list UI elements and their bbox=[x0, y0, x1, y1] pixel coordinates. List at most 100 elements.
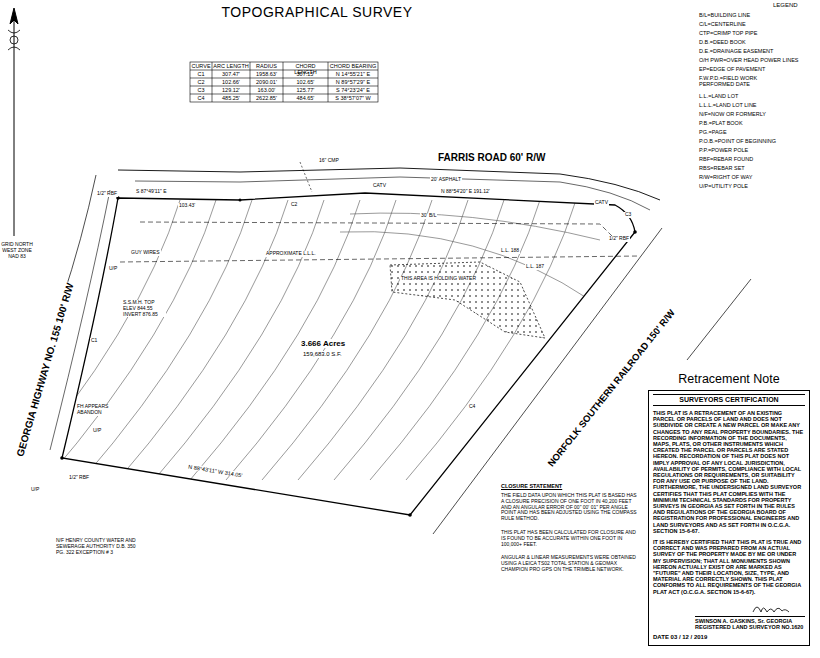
table-cell: 307.15' bbox=[284, 71, 328, 78]
table-cell: C2 bbox=[191, 79, 212, 86]
utility-note: CATV bbox=[594, 200, 609, 206]
survey-path bbox=[118, 200, 288, 480]
legend-entry: CTP=CRIMP TOP PIPE bbox=[698, 30, 758, 36]
survey-line bbox=[250, 62, 251, 102]
surveyor-name: SWINSON A. GASKINS, Sr. GEORGIA REGISTER… bbox=[695, 616, 805, 630]
table-cell: 163.00' bbox=[251, 87, 283, 94]
survey-circle bbox=[633, 230, 637, 234]
survey-circle bbox=[60, 456, 64, 460]
legend-entry: N/F=NOW OR FORMERLY bbox=[698, 111, 767, 117]
lot-line-note: APPROXIMATE L.L.L. bbox=[265, 251, 317, 257]
north-note: GRID NORTH WEST ZONE NAD 83 bbox=[0, 242, 34, 259]
pipe-note: 16" CMP bbox=[318, 158, 340, 164]
table-cell: 484.65' bbox=[284, 95, 328, 102]
survey-path bbox=[334, 200, 504, 480]
land-lot-note: L.L. 187 bbox=[525, 264, 545, 270]
curve-label: C1 bbox=[90, 338, 98, 344]
survey-path bbox=[120, 256, 640, 262]
table-cell: 129.12' bbox=[213, 87, 250, 94]
table-cell: C4 bbox=[191, 95, 212, 102]
survey-path bbox=[370, 200, 540, 480]
adjoiner-note: N/F HENRY COUNTY WATER AND SEWERAGE AUTH… bbox=[55, 538, 143, 555]
utility-note: GUY WIRES bbox=[130, 250, 161, 256]
legend-entry: L.L.=LAND LOT bbox=[698, 93, 739, 99]
survey-path bbox=[406, 200, 576, 480]
table-cell: N 89°57'29" E bbox=[329, 79, 378, 86]
cert-paragraph: IT IS HEREBY CERTIFIED THAT THIS PLAT IS… bbox=[653, 539, 805, 595]
table-cell: 2090.01' bbox=[251, 79, 283, 86]
setback-note: 30' B/L bbox=[420, 213, 437, 219]
date-line: DATE 03 / 12 / 2019 bbox=[653, 634, 805, 641]
monument-note: 1/2" RBF bbox=[608, 236, 630, 242]
table-cell: ARC LENGTH bbox=[213, 63, 250, 70]
survey-path bbox=[298, 200, 468, 480]
survey-path bbox=[140, 222, 612, 236]
survey-path bbox=[350, 213, 600, 240]
closure-note: THIS PLAT HAS BEEN CALCULATED FOR CLOSUR… bbox=[500, 530, 642, 547]
survey-circle bbox=[10, 36, 18, 44]
table-cell: RADIUS bbox=[251, 63, 283, 70]
water-note: THIS AREA IS HOLDING WATER bbox=[400, 276, 477, 282]
closure-note: ANGULAR & LINEAR MEASUREMENTS WERE OBTAI… bbox=[500, 555, 642, 572]
legend-entry: F.W.P.D.=FIELD WORK PERFORMED DATE bbox=[698, 75, 792, 88]
bearing: N 88°54'20" E 191.12' bbox=[440, 189, 491, 195]
bearing: S 87°49'11" E bbox=[135, 189, 168, 195]
survey-circle bbox=[239, 199, 242, 202]
note-heading: Retracement Note bbox=[649, 372, 809, 386]
table-cell: 102.66' bbox=[213, 79, 250, 86]
holding-water-area bbox=[390, 262, 545, 338]
north-arrow bbox=[8, 8, 20, 236]
table-cell: S 38°57'07" W bbox=[329, 95, 378, 102]
survey-path bbox=[135, 177, 650, 210]
survey-line bbox=[283, 62, 284, 102]
table-cell: C1 bbox=[191, 71, 212, 78]
legend-entry: PG.=PAGE bbox=[698, 129, 728, 135]
legend-entry: D.B.=DEED BOOK bbox=[698, 39, 747, 45]
table-cell: CURVE bbox=[191, 63, 212, 70]
legend-entry: EP=EDGE OF PAVEMENT bbox=[698, 66, 766, 72]
survey-path bbox=[190, 200, 360, 480]
table-cell: S 74°23'24" E bbox=[329, 87, 378, 94]
utility-pole-note: U/P bbox=[108, 266, 118, 272]
survey-line bbox=[212, 62, 213, 102]
table-cell: 125.77' bbox=[284, 87, 328, 94]
curve-table-grid bbox=[190, 62, 378, 102]
pavement-note: 20' ASPHALT bbox=[430, 177, 462, 183]
survey-path bbox=[10, 200, 180, 480]
legend-entry: B/L=BUILDING LINE bbox=[698, 12, 751, 18]
survey-path bbox=[262, 200, 432, 480]
curve-label: C2 bbox=[290, 202, 298, 208]
survey-line bbox=[190, 86, 378, 87]
legend-entry: P.P.=POWER POLE bbox=[698, 147, 749, 153]
land-lot-note: L.L. 188 bbox=[500, 248, 520, 254]
cert-paragraph: THIS PLAT IS A RETRACEMENT OF AN EXISTIN… bbox=[653, 410, 805, 534]
table-cell: CHORD BEARING bbox=[329, 63, 378, 70]
table-cell: N 14°55'21" E bbox=[329, 71, 378, 78]
legend-entry: P.B.=PLAT BOOK bbox=[698, 120, 744, 126]
table-cell: 102.65' bbox=[284, 79, 328, 86]
legend-entry: C/L=CENTERLINE bbox=[698, 21, 747, 27]
survey-path bbox=[46, 200, 216, 480]
survey-circle bbox=[408, 513, 412, 517]
legend-heading: LEGEND bbox=[772, 2, 799, 9]
legend-entry: RBS=REBAR SET bbox=[698, 165, 746, 171]
area-label: 159,683.0 S.F. bbox=[302, 351, 343, 358]
survey-path bbox=[226, 200, 396, 480]
survey-line bbox=[328, 62, 329, 102]
hydrant-note: FH APPEARS ABANDON bbox=[76, 404, 110, 416]
survey-line bbox=[14, 12, 15, 236]
monument-note: 1/2" RBF bbox=[68, 475, 90, 481]
closure-note: THE FIELD DATA UPON WHICH THIS PLAT IS B… bbox=[500, 493, 642, 522]
legend-entry: RBF=REBAR FOUND bbox=[698, 156, 754, 162]
survey-line bbox=[190, 70, 378, 71]
legend-entry: U/P=UTILITY POLE bbox=[698, 183, 749, 189]
curve-label: C4 bbox=[468, 404, 476, 410]
survey-rect bbox=[190, 62, 378, 102]
sheet-title: TOPOGRAPHICAL SURVEY bbox=[216, 4, 418, 20]
table-cell: 1958.63' bbox=[251, 71, 283, 78]
survey-path bbox=[82, 200, 252, 480]
table-cell: C3 bbox=[191, 87, 212, 94]
manhole-note: S.S.M.H. TOP ELEV 844.55 INVERT 876.85 bbox=[122, 300, 166, 317]
survey-path bbox=[118, 168, 660, 200]
